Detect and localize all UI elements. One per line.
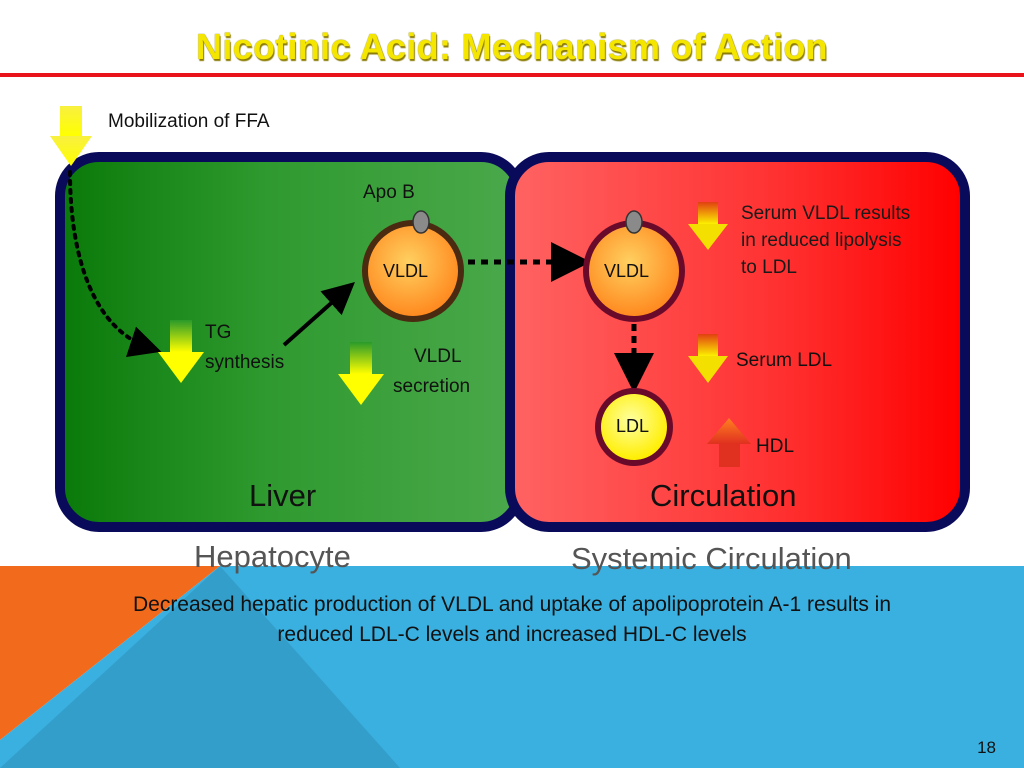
- circulation-vldl-label: VLDL: [604, 261, 650, 281]
- title-rule: [0, 73, 1024, 77]
- hepatocyte-caption: Hepatocyte: [194, 539, 351, 574]
- footer-line-2: reduced LDL-C levels and increased HDL-C…: [277, 623, 747, 647]
- hdl-label: HDL: [756, 436, 795, 457]
- hdl-up-arrow-icon: [707, 418, 751, 467]
- mobilization-ffa-label: Mobilization of FFA: [108, 111, 270, 132]
- ldl-label: LDL: [616, 416, 650, 436]
- liver-vldl-particle: [362, 210, 464, 322]
- circulation-vldl-particle: [583, 210, 685, 322]
- serum-ldl-down-arrow-icon: [688, 334, 728, 383]
- serum-vldl-label-line3: to LDL: [741, 257, 797, 278]
- apo-b-label: Apo B: [363, 182, 415, 203]
- ffa-down-arrow-icon: [50, 106, 92, 166]
- serum-ldl-label: Serum LDL: [736, 350, 833, 371]
- tg-synthesis-down-arrow-icon: [158, 320, 204, 383]
- apo-b-marker-circulation: [625, 210, 643, 234]
- tg-to-vldl-arrow: [282, 282, 355, 347]
- ffa-flow-dotted-arrow: [68, 170, 162, 357]
- serum-vldl-down-arrow-icon: [688, 202, 728, 250]
- dark-triangle-shape: [0, 566, 400, 768]
- circulation-title: Circulation: [650, 478, 797, 513]
- footer-line-1: Decreased hepatic production of VLDL and…: [132, 593, 892, 616]
- tg-label: TG: [205, 322, 232, 343]
- serum-vldl-label-line1: Serum VLDL results: [741, 203, 911, 224]
- synthesis-label: synthesis: [205, 352, 285, 373]
- liver-title: Liver: [249, 478, 317, 513]
- circulation-panel: [505, 152, 970, 532]
- slide-title: Nicotinic Acid: Mechanism of Action: [196, 26, 828, 67]
- vldl-secretion-label-line1: VLDL: [414, 346, 462, 367]
- vldl-secretion-down-arrow-icon: [338, 342, 384, 405]
- vldl-secretion-label-line2: secretion: [393, 376, 471, 397]
- footer-summary: Decreased hepatic production of VLDL and…: [20, 590, 1004, 651]
- liver-vldl-label: VLDL: [383, 261, 429, 281]
- ldl-particle: [595, 388, 673, 466]
- systemic-circulation-caption: Systemic Circulation: [571, 541, 852, 576]
- page-number: 18: [977, 738, 996, 757]
- apo-b-marker: [412, 210, 430, 234]
- serum-vldl-label-line2: in reduced lipolysis: [741, 230, 902, 251]
